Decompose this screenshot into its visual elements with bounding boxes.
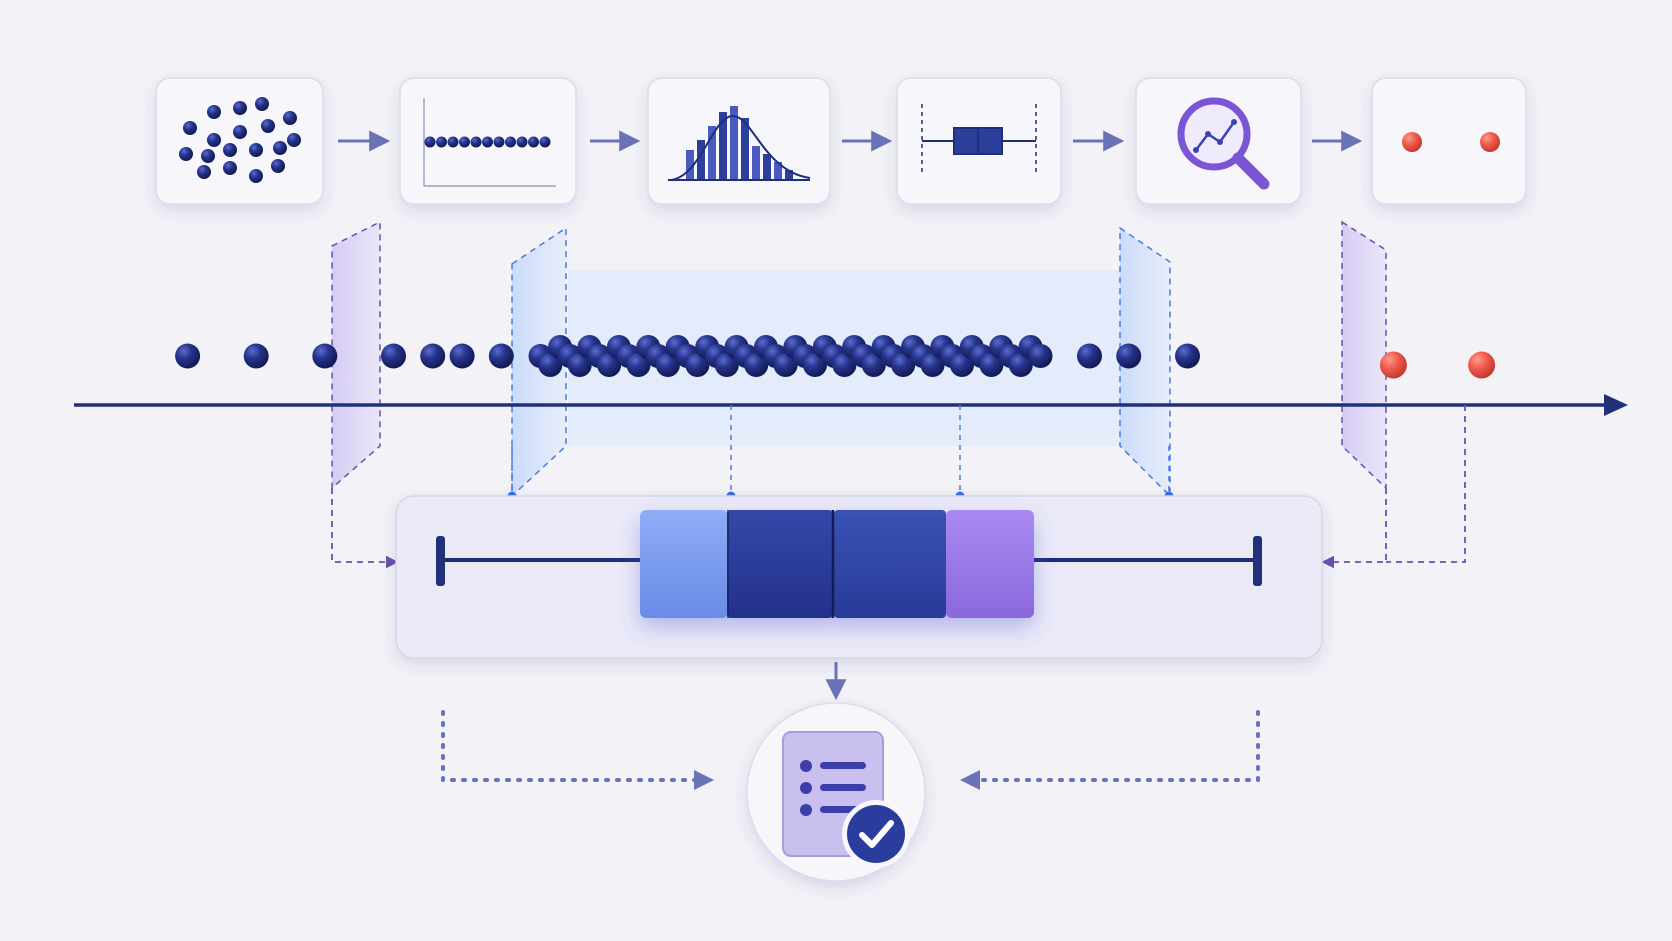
histogram-icon: [668, 106, 811, 181]
upper-fence-sheet: [1341, 220, 1387, 490]
data-point: [449, 343, 475, 369]
data-point: [744, 353, 769, 377]
data-point: [1077, 343, 1102, 369]
data-point: [567, 353, 592, 377]
data-point: [861, 353, 886, 377]
step-card-box-plot: [896, 77, 1062, 205]
icon-dot: [233, 101, 247, 115]
number-line-axis: [74, 394, 1628, 416]
upper-quartile-sheet: [1119, 226, 1171, 498]
data-point: [950, 353, 974, 377]
icon-dot: [528, 136, 539, 148]
icon-dot: [539, 136, 551, 148]
icon-dot: [505, 136, 516, 148]
icon-dot: [436, 136, 447, 148]
data-point: [175, 343, 201, 369]
data-point: [538, 353, 563, 377]
pipeline-steps: [155, 77, 1527, 205]
data-point: [773, 353, 798, 377]
icon-dot: [255, 97, 269, 111]
step-card-scattered-data: [155, 77, 324, 205]
box-segment-lower: [640, 510, 728, 618]
data-point: [597, 353, 622, 377]
data-point: [312, 343, 338, 369]
data-point: [979, 353, 1004, 377]
icon-dot: [201, 149, 215, 163]
icon-dot: [283, 111, 297, 125]
data-point: [891, 353, 916, 377]
lower-whisker-cap: [436, 536, 445, 586]
icon-dot: [447, 136, 459, 148]
box-plot: [436, 510, 1262, 618]
icon-dot: [249, 169, 263, 183]
data-point: [488, 343, 514, 369]
box-segment-q2: [727, 510, 833, 618]
data-point: [1008, 353, 1033, 377]
magnifier-analysis-icon: [1177, 97, 1270, 190]
data-point: [420, 343, 446, 369]
data-points: [175, 335, 1496, 379]
outlier-point: [1468, 351, 1496, 379]
icon-dot: [271, 159, 285, 173]
step-card-sorted-data: [399, 77, 577, 205]
icon-dot: [516, 136, 528, 148]
report-output: [746, 702, 926, 882]
data-point: [1175, 343, 1200, 369]
data-point: [714, 353, 739, 377]
data-point: [381, 343, 406, 369]
data-point: [1116, 343, 1142, 369]
scattered-data-icon: [179, 97, 301, 183]
data-point: [803, 353, 827, 377]
icon-dot: [223, 161, 237, 175]
box-plot-icon: [921, 104, 1037, 174]
check-badge-icon: [842, 800, 910, 868]
icon-dot: [197, 165, 211, 179]
step-card-histogram: [647, 77, 831, 205]
data-point: [243, 343, 269, 369]
icon-dot: [223, 143, 237, 157]
outliers-icon: [1402, 132, 1500, 152]
output-flow: [441, 662, 1260, 790]
icon-dot: [233, 125, 247, 139]
box-segment-upper: [946, 510, 1034, 618]
box-segment-q3: [834, 510, 946, 618]
step-card-outliers: [1371, 77, 1527, 205]
icon-dot: [424, 136, 436, 148]
icon-dot: [183, 121, 197, 135]
icon-dot: [459, 136, 470, 148]
sorted-data-icon: [423, 98, 556, 187]
icon-dot: [261, 119, 275, 133]
box-plot-panel: [395, 495, 1323, 659]
icon-dot: [207, 105, 221, 119]
data-point: [1028, 344, 1053, 368]
icon-dot: [493, 136, 505, 148]
outlier-point: [1379, 351, 1407, 379]
data-point: [832, 353, 857, 377]
upper-whisker-cap: [1253, 536, 1262, 586]
icon-dot: [273, 141, 287, 155]
icon-dot: [482, 136, 493, 148]
data-point: [626, 353, 651, 377]
icon-dot: [207, 133, 221, 147]
icon-dot: [249, 143, 263, 157]
step-card-analysis: [1135, 77, 1302, 205]
icon-dot: [470, 136, 482, 148]
data-point: [685, 353, 710, 377]
icon-dot: [179, 147, 193, 161]
icon-dot: [287, 133, 301, 147]
lower-fence-sheet: [331, 220, 381, 490]
data-point: [920, 353, 945, 377]
data-point: [655, 353, 680, 377]
